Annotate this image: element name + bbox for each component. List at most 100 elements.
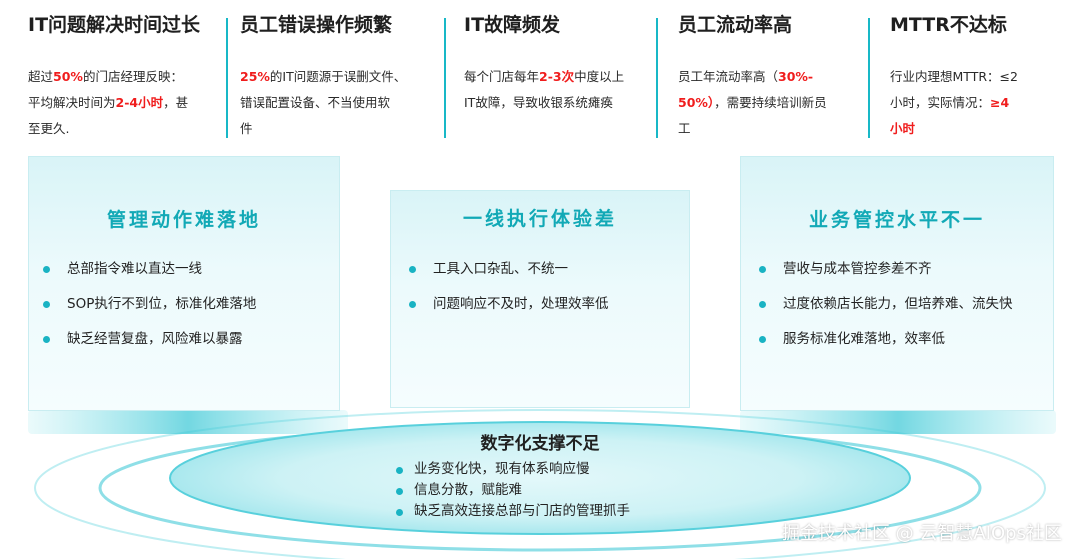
desc-line: 行业内理想MTTR：≤2	[890, 64, 1065, 90]
column-title: MTTR不达标	[890, 14, 1007, 36]
highlight-text: 25%	[240, 69, 270, 84]
bottom-list: 业务变化快，现有体系响应慢 信息分散，赋能难 缺乏高效连接总部与门店的管理抓手	[396, 459, 630, 522]
desc-line: 每个门店每年2-3次中度以上	[464, 64, 649, 90]
bullet-icon	[759, 301, 766, 308]
bullet-icon	[43, 336, 50, 343]
top-column-1: IT问题解决时间过长 超过50%的门店经理反映：平均解决时间为2-4小时，甚至更…	[28, 12, 213, 142]
column-desc: 行业内理想MTTR：≤2 小时，实际情况：≥4 小时	[890, 64, 1065, 142]
list-item: 信息分散，赋能难	[396, 480, 630, 501]
desc-text: 行业内理想MTTR：≤2	[890, 69, 1018, 84]
list-item: 业务变化快，现有体系响应慢	[396, 459, 630, 480]
card-title: 业务管控水平不一	[808, 209, 985, 231]
list-item: 总部指令难以直达一线	[43, 252, 256, 287]
outer-ring	[34, 409, 1046, 559]
desc-text: 工	[678, 121, 691, 136]
list-item-text: 问题响应不及时，处理效率低	[433, 296, 609, 312]
bullet-icon	[759, 336, 766, 343]
desc-line: 平均解决时间为2-4小时，甚	[28, 90, 213, 116]
column-title: IT故障频发	[464, 14, 561, 36]
list-item: 缺乏高效连接总部与门店的管理抓手	[396, 501, 630, 522]
desc-line: 员工年流动率高（30%-	[678, 64, 858, 90]
column-title: 员工流动率高	[678, 14, 793, 36]
bottom-title: 数字化支撑不足	[480, 434, 600, 454]
list-item-text: 信息分散，赋能难	[414, 482, 522, 498]
desc-line: 25%的IT问题源于误删文件、	[240, 64, 425, 90]
desc-text: ，需要持续培训新员	[714, 95, 827, 110]
column-desc: 25%的IT问题源于误删文件、错误配置设备、不当使用软件	[240, 64, 425, 142]
desc-text: 至更久.	[28, 121, 70, 136]
card-business-control: 业务管控水平不一 营收与成本管控参差不齐 过度依赖店长能力，但培养难、流失快 服…	[740, 156, 1054, 411]
column-divider	[226, 18, 228, 138]
top-column-5: MTTR不达标 行业内理想MTTR：≤2 小时，实际情况：≥4 小时	[890, 12, 1065, 142]
desc-text: 超过	[28, 69, 54, 84]
desc-line: 50%），需要持续培训新员	[678, 90, 858, 116]
list-item-text: 缺乏经营复盘，风险难以暴露	[67, 331, 243, 347]
desc-text: 错误配置设备、不当使用软	[240, 95, 391, 110]
bullet-icon	[396, 509, 403, 516]
card-frontline: 一线执行体验差 工具入口杂乱、不统一 问题响应不及时，处理效率低	[390, 190, 690, 408]
desc-line: 小时，实际情况：≥4	[890, 90, 1065, 116]
highlight-text: 50%	[53, 69, 83, 84]
card-list: 工具入口杂乱、不统一 问题响应不及时，处理效率低	[409, 252, 609, 322]
desc-text: 中度以上	[574, 69, 625, 84]
list-item: SOP执行不到位，标准化难落地	[43, 287, 256, 322]
light-bar-right	[740, 410, 1056, 434]
highlight-text: 2-4小时	[115, 95, 164, 110]
column-divider	[868, 18, 870, 138]
desc-line: 错误配置设备、不当使用软	[240, 90, 425, 116]
desc-text: 每个门店每年	[464, 69, 540, 84]
bullet-icon	[43, 301, 50, 308]
top-column-2: 员工错误操作频繁 25%的IT问题源于误删文件、错误配置设备、不当使用软件	[240, 12, 425, 142]
list-item: 工具入口杂乱、不统一	[409, 252, 609, 287]
card-list: 总部指令难以直达一线 SOP执行不到位，标准化难落地 缺乏经营复盘，风险难以暴露	[43, 252, 256, 357]
card-title: 一线执行体验差	[462, 208, 617, 230]
list-item-text: 缺乏高效连接总部与门店的管理抓手	[414, 503, 630, 519]
list-item: 过度依赖店长能力，但培养难、流失快	[759, 287, 1013, 322]
inner-disc	[169, 421, 911, 535]
top-column-3: IT故障频发 每个门店每年2-3次中度以上 IT故障，导致收银系统瘫痪	[464, 12, 649, 142]
bullet-icon	[759, 266, 766, 273]
column-desc: 每个门店每年2-3次中度以上 IT故障，导致收银系统瘫痪	[464, 64, 649, 116]
desc-text: ，甚	[163, 95, 189, 110]
bullet-icon	[409, 301, 416, 308]
bullet-icon	[396, 488, 403, 495]
desc-line: 件	[240, 116, 425, 142]
desc-text: 平均解决时间为	[28, 95, 116, 110]
highlight-text: ≥4	[990, 95, 1010, 110]
column-title: 员工错误操作频繁	[240, 14, 393, 36]
highlight-text: 小时	[890, 121, 916, 136]
card-list: 营收与成本管控参差不齐 过度依赖店长能力，但培养难、流失快 服务标准化难落地，效…	[759, 252, 1013, 357]
list-item: 服务标准化难落地，效率低	[759, 322, 1013, 357]
bullet-icon	[396, 467, 403, 474]
column-desc: 超过50%的门店经理反映：平均解决时间为2-4小时，甚至更久.	[28, 64, 213, 142]
desc-line: 小时	[890, 116, 1065, 142]
desc-text: 件	[240, 121, 253, 136]
list-item-text: 业务变化快，现有体系响应慢	[414, 461, 590, 477]
list-item: 缺乏经营复盘，风险难以暴露	[43, 322, 256, 357]
column-divider	[656, 18, 658, 138]
list-item-text: 营收与成本管控参差不齐	[783, 261, 932, 277]
bullet-icon	[409, 266, 416, 273]
top-column-4: 员工流动率高 员工年流动率高（30%-50%），需要持续培训新员工	[678, 12, 858, 142]
desc-line: 超过50%的门店经理反映：	[28, 64, 213, 90]
desc-line: 工	[678, 116, 858, 142]
card-management: 管理动作难落地 总部指令难以直达一线 SOP执行不到位，标准化难落地 缺乏经营复…	[28, 156, 340, 411]
desc-text: IT故障，导致收银系统瘫痪	[464, 95, 613, 110]
list-item: 营收与成本管控参差不齐	[759, 252, 1013, 287]
highlight-text: 50%）	[678, 95, 715, 110]
bullet-icon	[43, 266, 50, 273]
column-divider	[444, 18, 446, 138]
desc-text: 的IT问题源于误删文件、	[269, 69, 407, 84]
list-item: 问题响应不及时，处理效率低	[409, 287, 609, 322]
list-item-text: 总部指令难以直达一线	[67, 261, 202, 277]
column-desc: 员工年流动率高（30%-50%），需要持续培训新员工	[678, 64, 858, 142]
desc-line: IT故障，导致收银系统瘫痪	[464, 90, 649, 116]
list-item-text: 服务标准化难落地，效率低	[783, 331, 945, 347]
desc-text: 的门店经理反映：	[82, 69, 183, 84]
card-title: 管理动作难落地	[106, 209, 261, 231]
highlight-text: 30%-	[778, 69, 814, 84]
desc-line: 至更久.	[28, 116, 213, 142]
list-item-text: SOP执行不到位，标准化难落地	[67, 296, 257, 312]
desc-text: 员工年流动率高（	[678, 69, 779, 84]
